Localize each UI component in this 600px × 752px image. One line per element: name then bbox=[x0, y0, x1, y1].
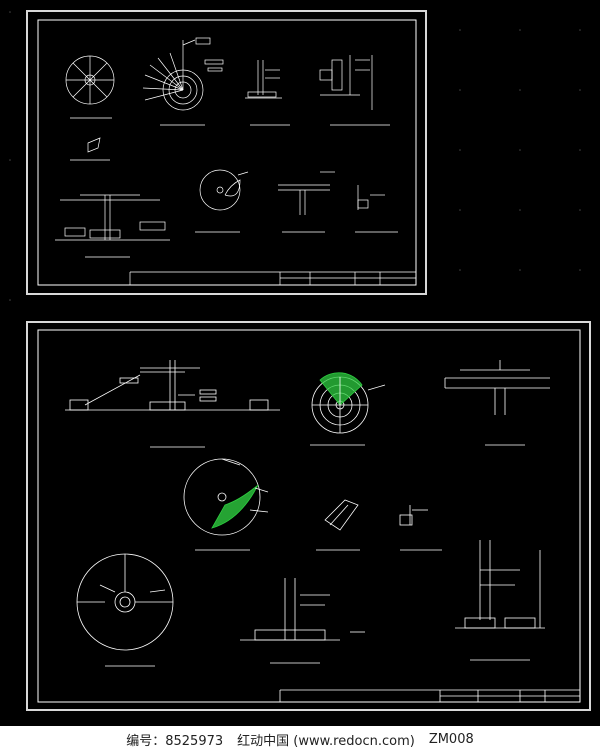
drawing-sheet-top bbox=[26, 10, 427, 295]
circle-plan-2 bbox=[195, 169, 249, 233]
section-3-3-large bbox=[444, 360, 550, 446]
sheet2-content bbox=[37, 329, 581, 703]
spiral-stair-plan bbox=[142, 37, 224, 126]
stair-elevation-large bbox=[455, 540, 545, 661]
circle-plan-large bbox=[76, 553, 174, 667]
elevation-large bbox=[65, 360, 280, 448]
grid-dots bbox=[9, 11, 581, 301]
site-label: 红动中国 (www.redocn.com) bbox=[237, 733, 415, 749]
section-4-4-small bbox=[355, 185, 398, 233]
sheet1-title-block bbox=[129, 271, 416, 285]
section-1-1-small bbox=[245, 60, 290, 126]
elevation-small bbox=[55, 194, 170, 258]
code2-label: ZM008 bbox=[428, 731, 474, 747]
code-label: 编号：8525973 bbox=[126, 733, 224, 749]
stair-detail-small bbox=[319, 55, 390, 126]
circle-plan-1 bbox=[65, 55, 115, 119]
cad-drawings bbox=[9, 11, 581, 703]
drawing-sheet-bottom bbox=[26, 321, 591, 711]
section-3-3-small bbox=[278, 171, 335, 233]
circle-plan-hatched-large bbox=[183, 458, 269, 551]
hatched-round-plan bbox=[310, 372, 386, 446]
section-2-2-small bbox=[70, 137, 110, 161]
sheet1-content bbox=[37, 19, 417, 286]
section-4-4-large bbox=[399, 505, 442, 551]
sheet2-title-block bbox=[279, 689, 580, 702]
section-1-1-large bbox=[240, 578, 365, 664]
watermark-footer: 编号：8525973 红动中国 (www.redocn.com) ZM008 bbox=[0, 726, 600, 752]
section-2-2-large bbox=[316, 499, 360, 551]
